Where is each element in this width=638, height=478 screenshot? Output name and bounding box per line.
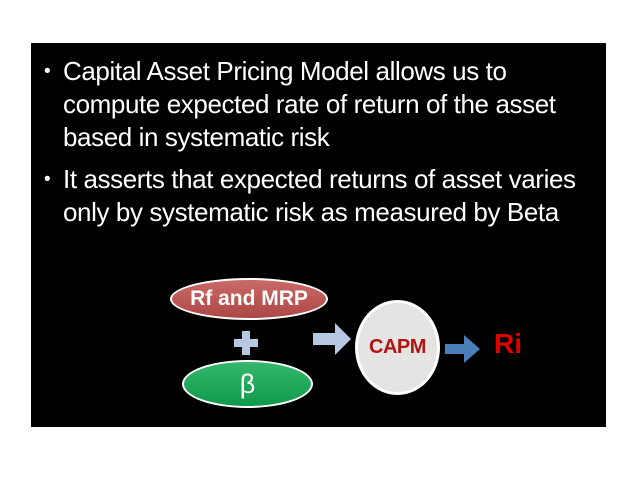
rf-mrp-label: Rf and MRP (190, 287, 308, 310)
bullet-text: Capital Asset Pricing Model allows us to… (63, 55, 600, 154)
ri-output-label: Ri (494, 328, 522, 359)
bullet-item: • It asserts that expected returns of as… (44, 163, 600, 229)
right-arrow-shape (445, 335, 480, 363)
beta-label: β (239, 368, 256, 399)
right-arrow-icon (313, 323, 351, 355)
plus-icon (234, 331, 258, 355)
plus-icon-bar (242, 331, 250, 355)
bullet-text: It asserts that expected returns of asse… (63, 163, 600, 229)
bullet-list: • Capital Asset Pricing Model allows us … (44, 55, 600, 238)
bullet-marker: • (44, 169, 51, 190)
bullet-text-line: Capital Asset Pricing Model allows us to (63, 56, 507, 86)
presentation-slide: • Capital Asset Pricing Model allows us … (31, 43, 606, 427)
capm-label: CAPM (369, 336, 426, 358)
right-arrow-icon (445, 335, 480, 363)
bullet-text-line: compute expected rate of return of the a… (63, 89, 556, 119)
bullet-text-line: It asserts that expected returns of asse… (63, 164, 576, 194)
rf-mrp-ellipse: Rf and MRP (170, 278, 328, 320)
right-arrow-shape (313, 323, 351, 355)
capm-ellipse: CAPM (355, 300, 440, 395)
beta-ellipse: β (182, 360, 313, 408)
bullet-item: • Capital Asset Pricing Model allows us … (44, 55, 600, 154)
bullet-text-line: only by systematic risk as measured by B… (63, 197, 559, 227)
bullet-text-line: based in systematic risk (63, 122, 330, 152)
bullet-marker: • (44, 61, 51, 82)
